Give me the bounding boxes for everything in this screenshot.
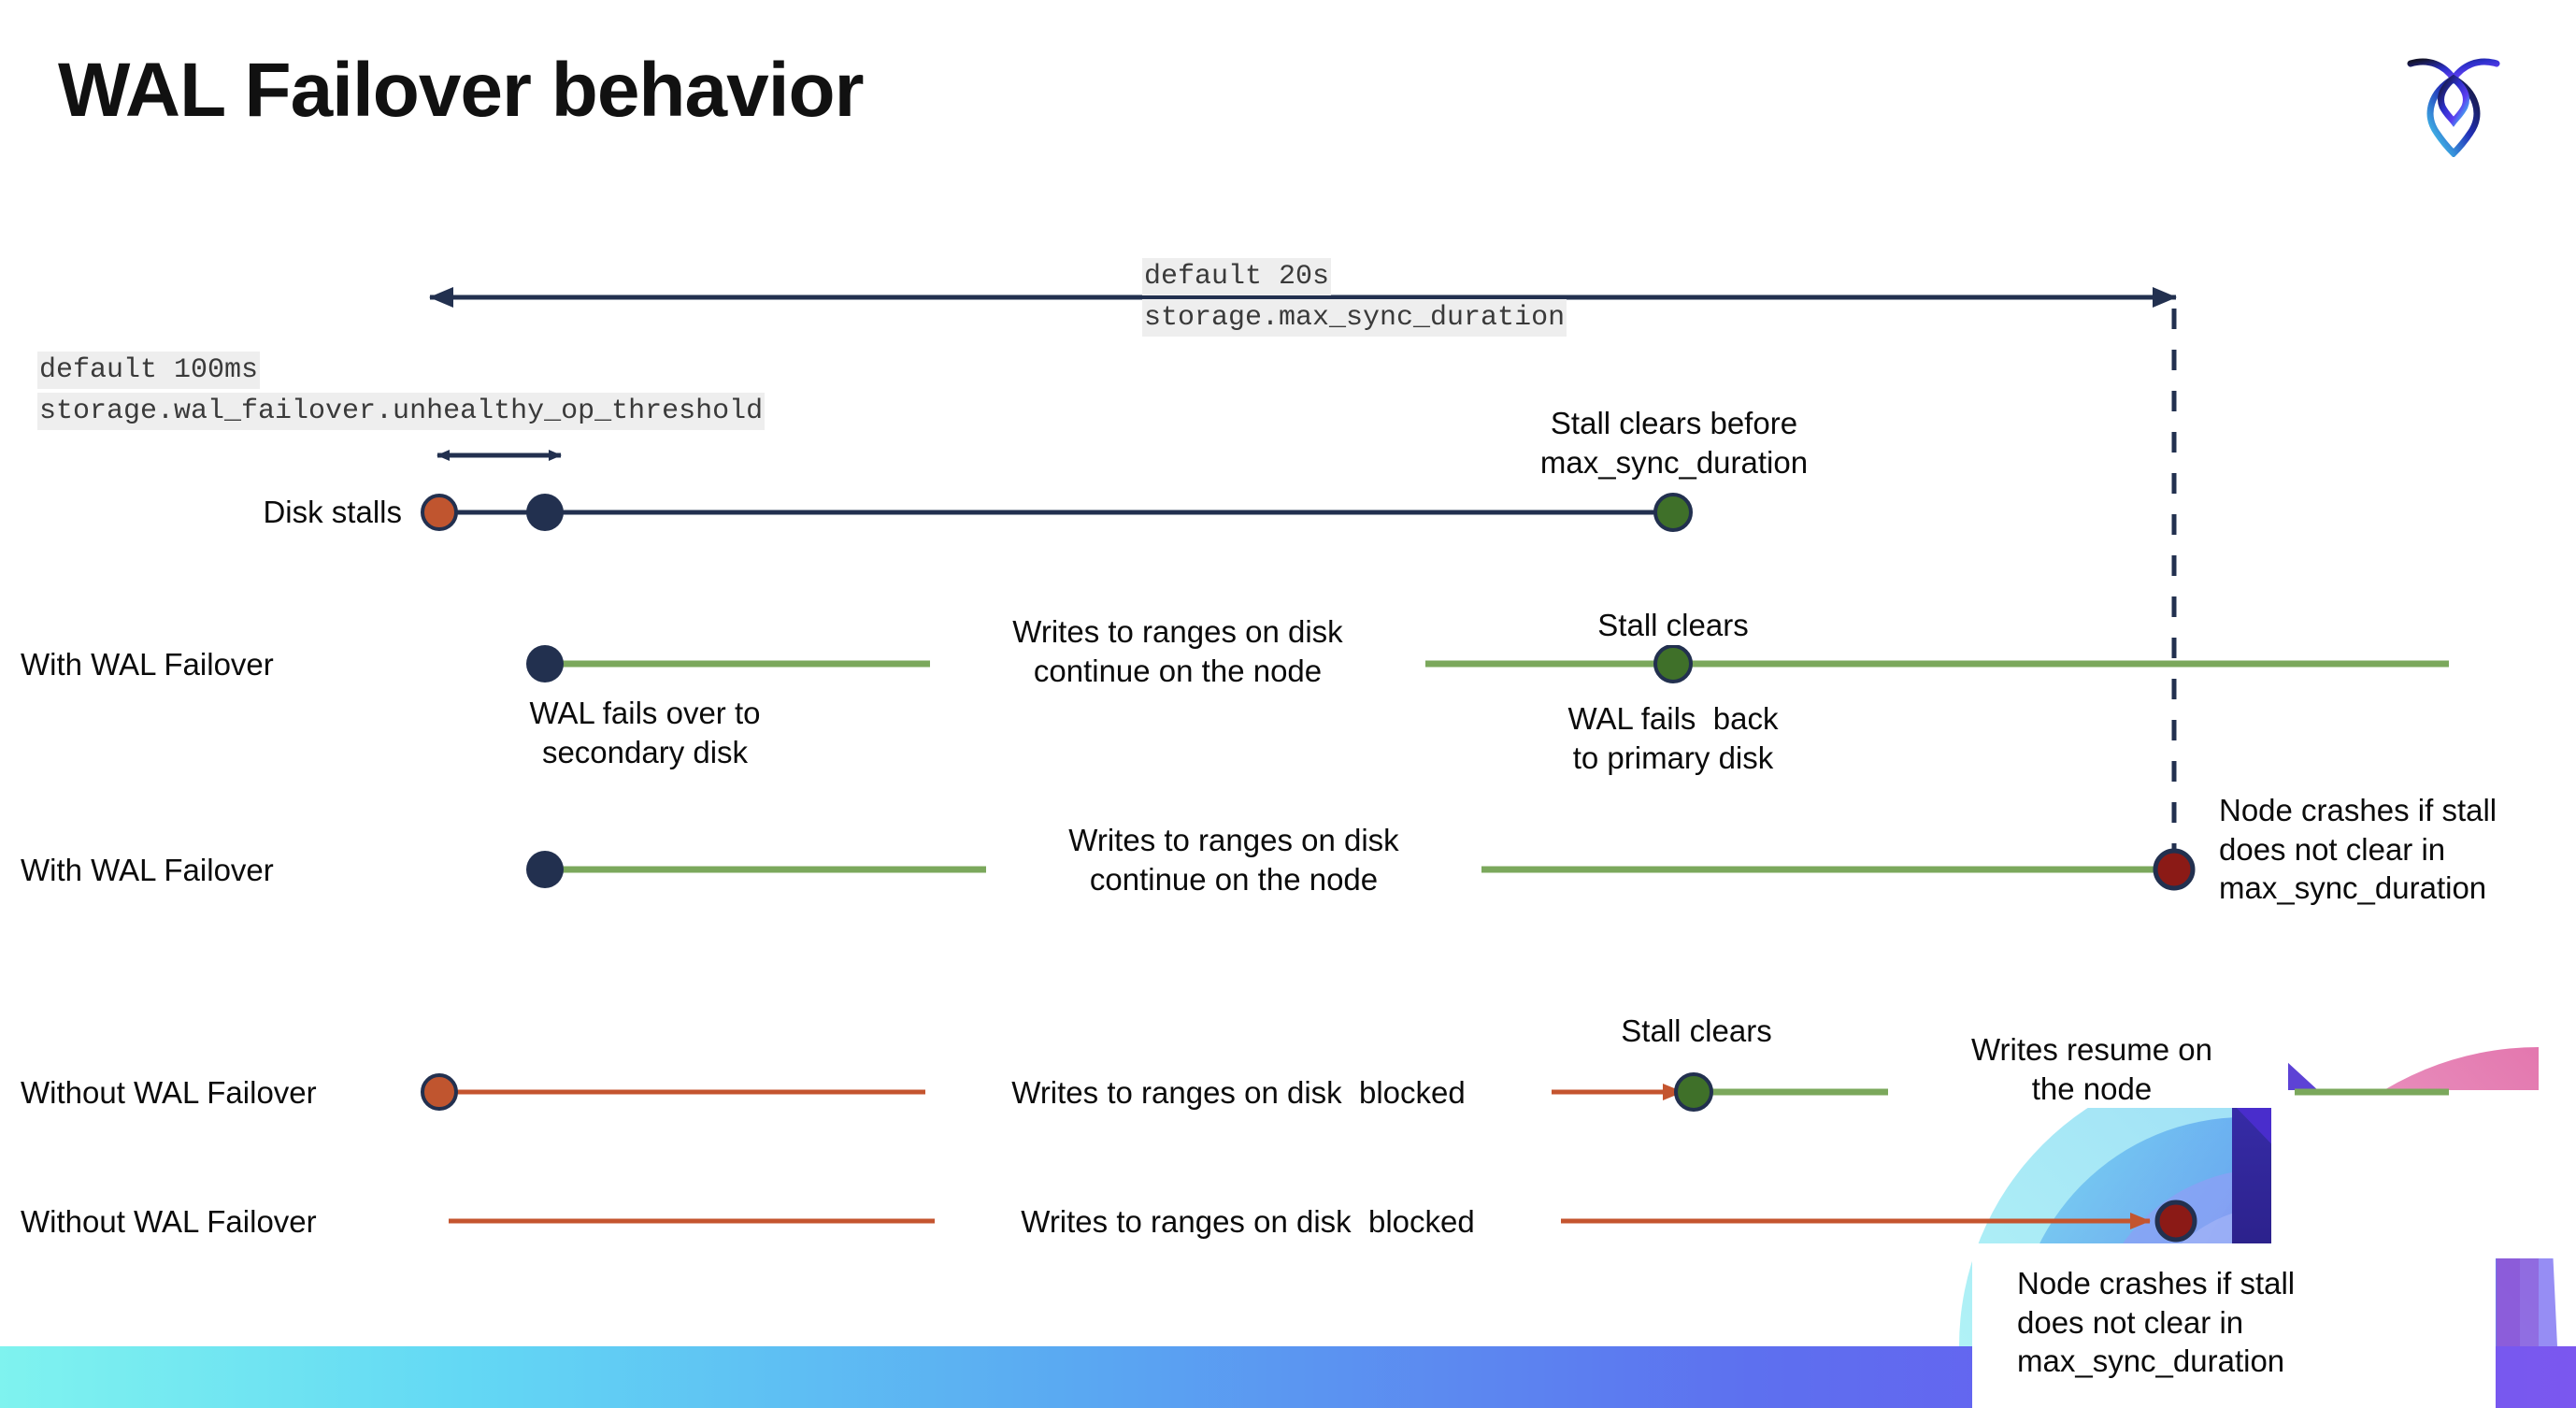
note-wal-fails-over: WAL fails over to secondary disk [529,696,761,769]
note-disk-stall-clears: Stall clears before max_sync_duration [1492,404,1856,482]
disk-stalls-clear-marker [1653,493,1693,532]
row-label-without-wal-failover-clears: Without WAL Failover [21,1075,317,1110]
note-writes-blocked-1: Writes to ranges on disk blocked [925,1073,1552,1113]
max-sync-setting-label: storage.max_sync_duration [1142,299,1567,338]
row-label-with-wal-failover-clears: With WAL Failover [21,647,274,682]
note-writes-continue-2: Writes to ranges on disk continue on the… [991,821,1477,899]
row-label-with-wal-failover-crash: With WAL Failover [21,853,274,887]
callout-backdrop-upper [2271,1090,2576,1258]
unhealthy-op-default-label: default 100ms [37,352,261,390]
wal-failover-crash-marker [2153,848,2196,891]
note-wal-fails-back: WAL fails back to primary disk [1567,701,1779,775]
wal-failover-clears-start-marker [526,645,564,682]
note-node-crashes-1: Node crashes if stall does not clear in … [2219,793,2497,906]
note-writes-resume: Writes resume on the node [1896,1030,2288,1109]
row-label-disk-stalls: Disk stalls [263,495,402,529]
unhealthy-op-setting-label: storage.wal_failover.unhealthy_op_thresh… [37,393,766,431]
disk-stalls-failover-marker [526,494,564,531]
note-node-crashes-2: Node crashes if stall does not clear in … [2017,1266,2296,1379]
note-writes-blocked-2: Writes to ranges on disk blocked [935,1202,1561,1242]
wal-failover-crash-start-marker [526,851,564,888]
row-label-without-wal-failover-crash: Without WAL Failover [21,1204,317,1239]
note-stall-clears-2: Stall clears [1552,1012,1841,1051]
note-writes-continue-1: Writes to ranges on disk continue on the… [935,612,1421,691]
wal-failover-clears-clear-marker [1653,644,1693,683]
without-wal-clears-start-marker [421,1073,458,1111]
cockroachdb-logo [2397,36,2510,158]
note-stall-clears-1: Stall clears [1491,606,1855,645]
callout-backdrop [1972,1243,2496,1408]
page-title: WAL Failover behavior [58,48,865,133]
disk-stalls-start-marker [421,494,458,531]
without-wal-crash-marker [2154,1200,2197,1243]
without-wal-clears-clear-marker [1674,1072,1713,1112]
max-sync-default-label: default 20s [1142,258,1332,296]
